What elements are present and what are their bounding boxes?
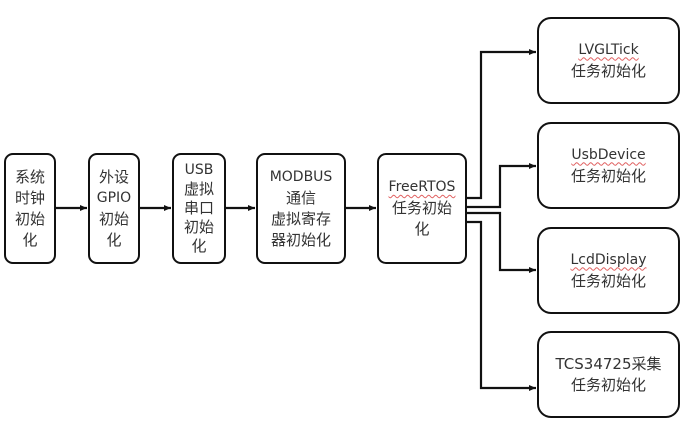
- node-text: 化: [22, 230, 38, 249]
- node-text: 时钟: [14, 188, 45, 207]
- node-tcs34725-task-init: TCS34725采集 任务初始化: [537, 331, 680, 418]
- node-text: GPIO: [96, 189, 132, 206]
- node-lvgltick-task-init: LVGLTick 任务初始化: [537, 17, 680, 104]
- arrow-freertos-to-lvgltick: [466, 49, 536, 200]
- node-text: LVGLTick: [578, 41, 639, 58]
- node-text: 化: [191, 237, 207, 255]
- node-text: 虚拟寄存: [270, 209, 331, 228]
- node-text: 任务初始化: [570, 271, 646, 290]
- node-system-clock-init: 系统 时钟 初始 化: [4, 153, 56, 264]
- arrow-freertos-to-usbdevice: [466, 163, 536, 209]
- node-lcddisplay-task-init: LcdDisplay 任务初始化: [537, 227, 680, 314]
- node-text: 化: [414, 220, 430, 238]
- node-text: 任务初始化: [570, 166, 646, 185]
- node-usb-vcp-init: USB 虚拟 串口 初始 化: [172, 153, 226, 264]
- node-usbdevice-task-init: UsbDevice 任务初始化: [537, 122, 680, 209]
- node-modbus-init: MODBUS 通信 虚拟寄存 器初始化: [256, 153, 346, 264]
- arrow-freertos-to-tcs34725: [466, 220, 536, 391]
- node-text: 任务初始: [391, 199, 452, 217]
- node-text: 虚拟: [183, 180, 214, 198]
- node-text: 初始: [14, 209, 45, 228]
- node-text: 通信: [285, 188, 316, 207]
- node-text: TCS34725采集: [555, 354, 662, 373]
- node-text: 任务初始化: [570, 375, 646, 394]
- node-text: LcdDisplay: [570, 251, 647, 268]
- node-text: FreeRTOS: [388, 179, 456, 195]
- node-text: 器初始化: [270, 230, 331, 249]
- node-text: 外设: [98, 167, 129, 186]
- node-text: 串口: [183, 199, 214, 217]
- node-text: MODBUS: [269, 168, 333, 185]
- node-text: 初始: [183, 218, 214, 236]
- arrow-freertos-to-lcddisplay: [466, 211, 536, 273]
- node-text: 化: [106, 230, 122, 249]
- node-freertos-task-init: FreeRTOS 任务初始 化: [377, 153, 467, 264]
- node-text: 系统: [14, 167, 45, 186]
- node-gpio-init: 外设 GPIO 初始 化: [88, 153, 140, 264]
- node-text: 初始: [98, 209, 129, 228]
- node-text: USB: [184, 162, 214, 178]
- node-text: 任务初始化: [570, 61, 646, 80]
- node-text: UsbDevice: [571, 146, 646, 163]
